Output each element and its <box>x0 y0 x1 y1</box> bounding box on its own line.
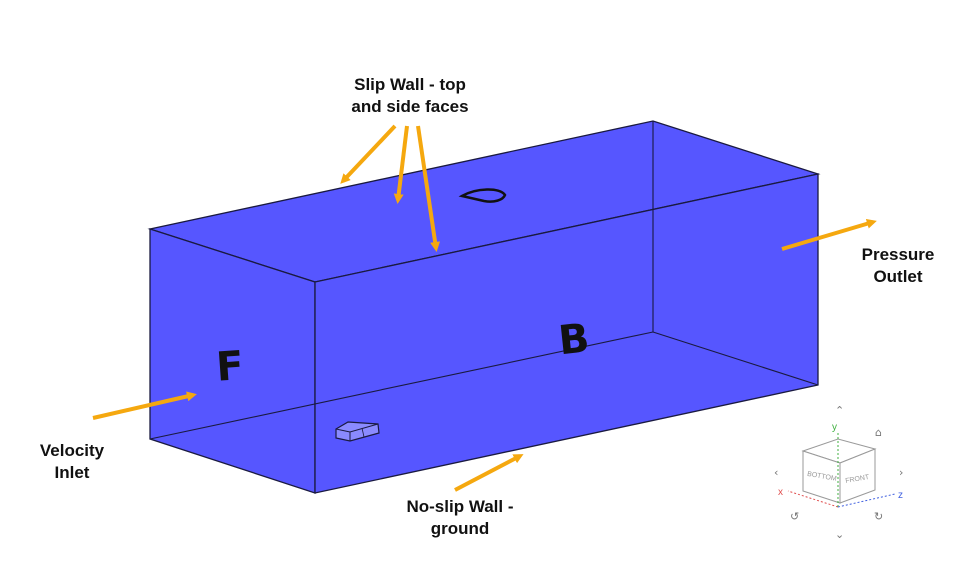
no-slip-wall-arrow <box>454 454 524 492</box>
slip-wall-arrow-3 <box>416 125 441 252</box>
hidden-edge-bottom-back <box>149 331 654 440</box>
pressure-outlet-label-line-1: Pressure <box>861 245 935 264</box>
flow-domain-box[interactable] <box>147 120 821 494</box>
velocity-inlet-arrow <box>92 391 197 420</box>
slip-wall-label: Slip Wall - top and side faces <box>330 74 490 118</box>
slip-wall-arrow-1 <box>340 124 397 184</box>
view-cube-front-label: FRONT <box>845 474 871 485</box>
rotate-left-icon[interactable]: ↺ <box>790 510 799 523</box>
axis-x-label: x <box>778 487 783 498</box>
view-cube-front-face[interactable] <box>839 448 876 504</box>
no-slip-wall-label-line-1: No-slip Wall - <box>406 497 514 516</box>
velocity-inlet-label: Velocity Inlet <box>22 440 122 484</box>
axis-z-label: z <box>898 490 903 501</box>
chevron-up-icon[interactable]: ⌃ <box>835 404 844 417</box>
velocity-inlet-label-line-1: Velocity <box>39 441 105 460</box>
pressure-outlet-label-line-2: Outlet <box>873 267 923 286</box>
chevron-left-icon[interactable]: ‹ <box>774 466 778 479</box>
slip-wall-arrow-2 <box>393 125 409 204</box>
rotate-right-icon[interactable]: ↻ <box>874 510 883 523</box>
face-letter-back: B <box>556 315 591 364</box>
no-slip-wall-label: No-slip Wall - ground <box>390 496 530 540</box>
top-marker-shape <box>458 188 507 203</box>
view-cube-widget[interactable]: ⌃ ⌄ ‹ › ⌂ ↺ ↻ BOTTOM FRONT x y z <box>774 404 903 541</box>
chevron-down-icon[interactable]: ⌄ <box>835 528 844 541</box>
home-icon[interactable]: ⌂ <box>875 426 882 439</box>
pressure-outlet-arrow <box>781 218 877 251</box>
slip-wall-label-line-1: Slip Wall - top <box>354 75 466 94</box>
vehicle-model[interactable] <box>335 421 380 442</box>
no-slip-wall-label-line-2: ground <box>430 519 490 538</box>
axis-x-line <box>787 490 839 508</box>
annotation-arrows <box>92 124 877 492</box>
slip-wall-label-line-2: and side faces <box>351 97 469 116</box>
chevron-right-icon[interactable]: › <box>899 466 903 479</box>
pressure-outlet-label: Pressure Outlet <box>848 244 948 288</box>
face-letter-front: F <box>215 343 245 391</box>
axis-y-label: y <box>832 422 837 433</box>
hidden-edge-bottom-right <box>652 331 819 386</box>
velocity-inlet-label-line-2: Inlet <box>54 463 90 482</box>
axis-z-line <box>837 493 896 508</box>
